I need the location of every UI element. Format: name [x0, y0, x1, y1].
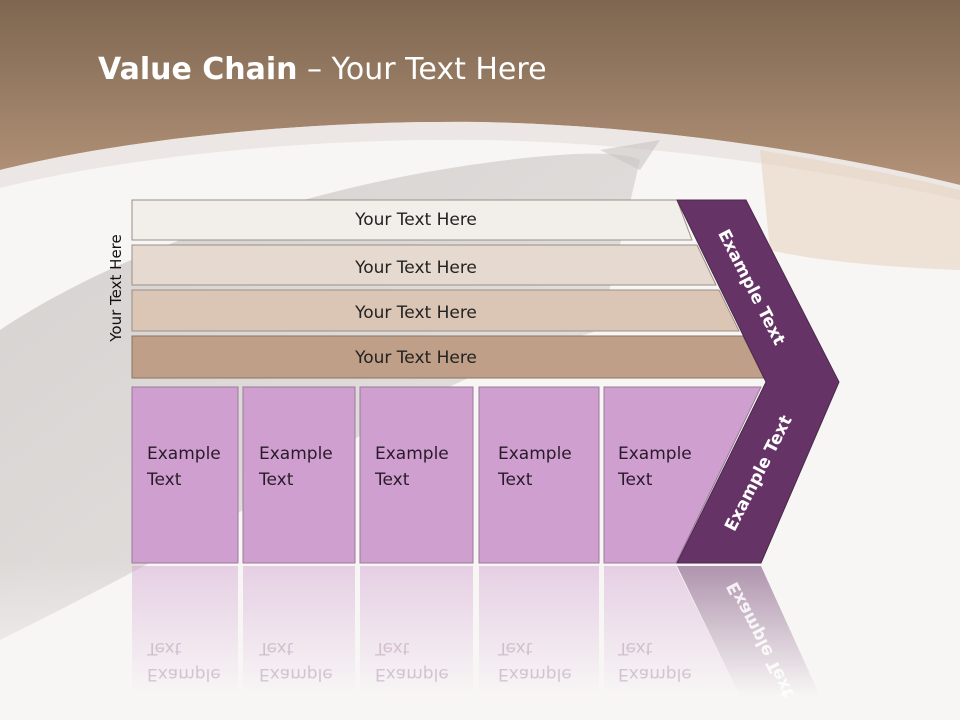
bar-1: Your Text Here	[131, 199, 693, 241]
column-3-line2: Text	[374, 470, 410, 490]
bar-1-label: Your Text Here	[354, 210, 477, 230]
column-3-reflection-line1: Example	[375, 664, 449, 684]
column-1-reflection	[132, 566, 238, 696]
slide-title-bold: Value Chain	[98, 52, 298, 87]
bar-1-shape	[131, 199, 693, 241]
slide-title: Value Chain – Your Text Here	[98, 52, 547, 87]
column-4-box	[478, 386, 600, 564]
column-1-reflection-line2: Text	[146, 638, 182, 658]
column-2-line1: Example	[259, 444, 333, 464]
column-3-box	[359, 386, 474, 564]
column-4: Example Text	[478, 386, 600, 564]
column-5-reflection-line2: Text	[617, 638, 653, 658]
column-2-box	[242, 386, 356, 564]
bar-2-label: Your Text Here	[354, 258, 477, 278]
column-4-reflection-line1: Example	[498, 664, 572, 684]
bar-3-shape	[131, 289, 740, 332]
bar-3: Your Text Here	[131, 289, 740, 332]
bar-3-label: Your Text Here	[354, 303, 477, 323]
column-3-reflection	[360, 566, 473, 696]
column-4-line1: Example	[498, 444, 572, 464]
column-2-reflection-line1: Example	[259, 664, 333, 684]
chevron-shape	[676, 199, 840, 564]
column-5-reflection	[604, 566, 740, 696]
column-4-reflection	[479, 566, 599, 696]
column-5-line1: Example	[618, 444, 692, 464]
column-2-reflection	[243, 566, 355, 696]
column-3-line1: Example	[375, 444, 449, 464]
column-5-line2: Text	[617, 470, 653, 490]
bar-2: Your Text Here	[131, 244, 717, 286]
bar-4-label: Your Text Here	[354, 348, 477, 368]
column-4-reflection-line2: Text	[497, 638, 533, 658]
bar-2-shape	[131, 244, 717, 286]
column-2-reflection-line2: Text	[258, 638, 294, 658]
column-4-line2: Text	[497, 470, 533, 490]
diagram-reflection: Example Text Example Text Example Text E…	[132, 566, 820, 701]
column-1-reflection-line1: Example	[147, 664, 221, 684]
slide-title-rest: – Your Text Here	[297, 52, 547, 87]
column-3-reflection-line2: Text	[374, 638, 410, 658]
chevron-reflection	[677, 566, 820, 696]
column-1: Example Text	[131, 386, 239, 564]
column-3: Example Text	[359, 386, 474, 564]
column-5: Example Text	[603, 386, 762, 564]
column-5-box	[603, 386, 762, 564]
column-2-line2: Text	[258, 470, 294, 490]
column-2: Example Text	[242, 386, 356, 564]
column-1-line2: Text	[146, 470, 182, 490]
column-1-line1: Example	[147, 444, 221, 464]
bar-4: Your Text Here	[131, 335, 765, 379]
column-5-reflection-line1: Example	[618, 664, 692, 684]
column-1-box	[131, 386, 239, 564]
